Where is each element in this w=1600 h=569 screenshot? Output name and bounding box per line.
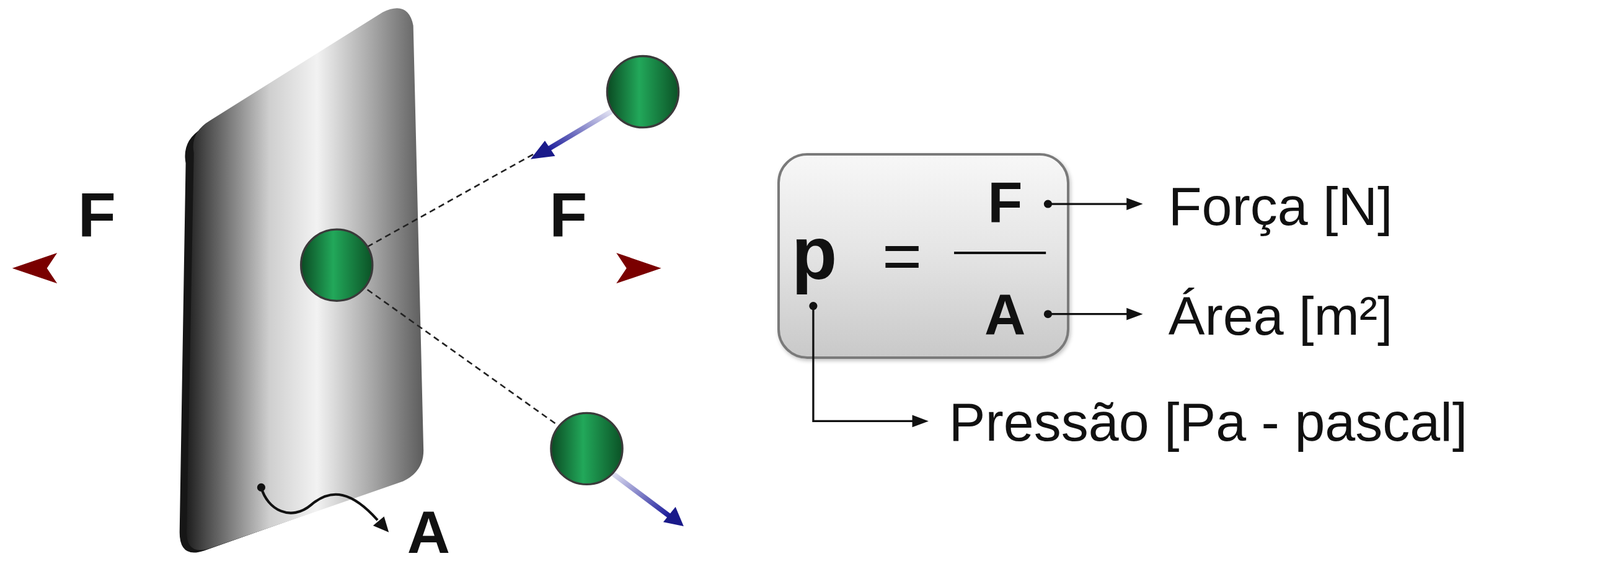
arrow-head xyxy=(1126,197,1143,211)
particle xyxy=(551,412,623,485)
unit-label: Pressão [Pa - pascal] xyxy=(949,394,1468,450)
particle xyxy=(606,55,679,128)
trajectory-line xyxy=(367,153,537,247)
fraction-bar xyxy=(954,251,1046,255)
area-symbol: A xyxy=(984,285,1026,343)
velocity-arrow xyxy=(603,466,669,516)
pressure-symbol: p xyxy=(791,215,837,291)
arrow-head xyxy=(663,507,684,527)
leader-line xyxy=(1047,202,1129,205)
leader-line xyxy=(1047,313,1129,315)
arrow-head xyxy=(12,252,58,284)
formula-box: p = FA xyxy=(777,153,1070,360)
plate xyxy=(186,8,424,550)
force-label: F xyxy=(78,183,116,246)
pointer-line xyxy=(260,487,378,521)
arrow-head xyxy=(912,415,929,428)
arrow-head xyxy=(530,140,556,160)
force-arrow xyxy=(45,265,190,272)
force-symbol: F xyxy=(987,173,1023,231)
force-label: F xyxy=(549,183,588,246)
leader-line xyxy=(813,306,915,422)
arrow-head xyxy=(373,516,389,533)
velocity-arrow xyxy=(546,106,621,151)
equals-sign: = xyxy=(882,221,922,290)
arrow-head xyxy=(616,252,661,284)
unit-label: Área [m²] xyxy=(1168,288,1393,344)
unit-label: Força [N] xyxy=(1168,179,1393,234)
trajectory-line xyxy=(367,289,560,426)
particle xyxy=(301,229,373,301)
area-label: A xyxy=(407,502,451,563)
arrow-head xyxy=(1126,308,1143,321)
force-arrow xyxy=(369,265,625,272)
